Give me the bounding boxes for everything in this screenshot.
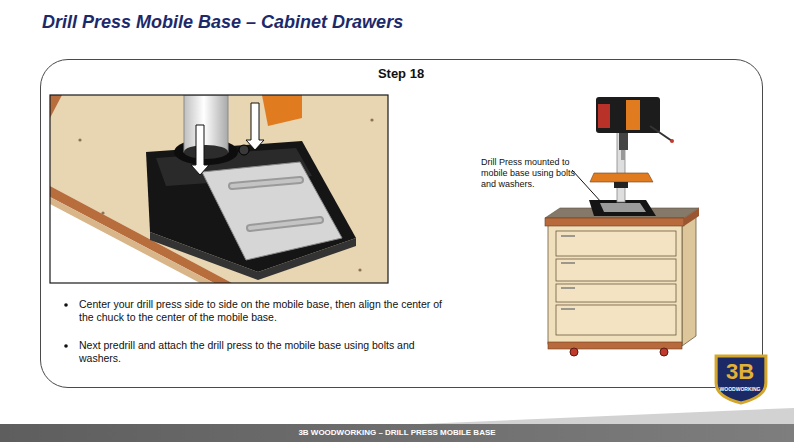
bullet-dot xyxy=(64,303,68,307)
bullet-text: Center your drill press side to side on … xyxy=(79,298,454,324)
footer-swoosh xyxy=(420,408,794,424)
cabinet-illustration xyxy=(545,97,699,356)
bullet-text: Next predrill and attach the drill press… xyxy=(79,339,454,365)
leader-line xyxy=(572,170,602,203)
logo-mark: 3B xyxy=(713,360,767,384)
step-heading: Step 18 xyxy=(41,66,761,82)
bullet-dot xyxy=(64,344,68,348)
logo-word: WOODWORKING xyxy=(713,386,767,392)
footer-text: 3B WOODWORKING – DRILL PRESS MOBILE BASE xyxy=(0,424,794,442)
closeup-illustration xyxy=(50,95,388,283)
logo-shield: 3B WOODWORKING xyxy=(713,353,769,405)
callout-note: Drill Press mounted to mobile base using… xyxy=(481,157,581,190)
step-panel: Step 18 Center your drill press side to s… xyxy=(40,59,763,388)
closeup-frame xyxy=(50,95,388,283)
page-title: Drill Press Mobile Base – Cabinet Drawer… xyxy=(42,12,403,33)
footer-bar: 3B WOODWORKING – DRILL PRESS MOBILE BASE xyxy=(0,424,794,442)
